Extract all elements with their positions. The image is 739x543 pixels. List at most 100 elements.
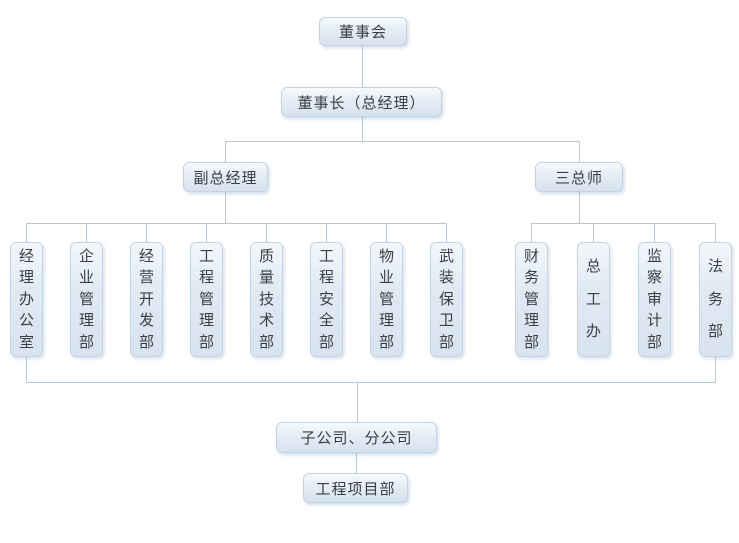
node-subsidiaries: 子公司、分公司 [276,422,437,453]
vertical-char: 工 [318,247,334,265]
connector [715,357,716,382]
vertical-char: 开 [138,290,154,308]
connector [531,223,532,242]
vertical-char: 质 [258,247,274,265]
vertical-char: 法 [707,258,723,276]
vertical-char: 部 [707,322,723,340]
vertical-char: 业 [78,269,94,286]
connector [206,223,207,242]
vertical-char: 办 [585,322,601,340]
vertical-char: 程 [198,269,214,286]
connector [225,141,580,142]
vertical-char: 发 [138,312,154,329]
vertical-char: 监 [646,247,662,265]
connector [715,223,716,242]
vertical-char: 武 [438,247,454,265]
node-dept-property-mgmt: 物业管理部 [370,242,403,357]
connector [579,141,580,162]
vertical-char: 审 [646,290,662,308]
vertical-char: 工 [585,290,601,308]
vertical-char: 部 [138,333,154,351]
vertical-char: 财 [523,247,539,265]
node-deputy-general-manager: 副总经理 [183,162,268,192]
vertical-char: 部 [198,333,214,351]
vertical-char: 部 [438,333,454,351]
vertical-char: 保 [438,290,454,308]
node-dept-quality-tech: 质量技术部 [250,242,283,357]
vertical-char: 部 [78,333,94,351]
vertical-char: 部 [378,333,394,351]
connector [579,192,580,223]
vertical-char: 察 [646,269,662,286]
node-three-chief-engineers: 三总师 [535,162,623,192]
vertical-char: 管 [378,290,394,308]
connector [26,357,27,382]
connector [26,223,446,224]
node-dept-operation-dev: 经营开发部 [130,242,163,357]
vertical-char: 物 [378,247,394,265]
connector [593,223,594,242]
vertical-char: 计 [646,312,662,329]
connector [386,223,387,242]
node-chairman: 董事长（总经理） [281,87,442,117]
connector [26,223,27,242]
vertical-char: 卫 [438,312,454,329]
connector [362,46,363,87]
vertical-char: 理 [18,269,34,286]
node-dept-finance-mgmt: 财务管理部 [515,242,548,357]
connector [225,192,226,223]
vertical-char: 公 [18,312,34,329]
node-dept-manager-office: 经理办公室 [10,242,43,357]
connector [266,223,267,242]
connector [654,223,655,242]
vertical-char: 务 [707,290,723,308]
connector [326,223,327,242]
vertical-char: 办 [18,290,34,308]
vertical-char: 管 [523,290,539,308]
vertical-char: 全 [318,312,334,329]
connector [146,223,147,242]
connector [531,223,715,224]
vertical-char: 工 [198,247,214,265]
node-dept-chief-engineer-office: 总工办 [577,242,610,357]
connector [356,453,357,473]
vertical-char: 技 [258,290,274,308]
node-dept-enterprise-mgmt: 企业管理部 [70,242,103,357]
node-dept-engineering-mgmt: 工程管理部 [190,242,223,357]
connector [86,223,87,242]
connector [225,141,226,162]
vertical-char: 务 [523,269,539,286]
vertical-char: 理 [78,312,94,329]
vertical-char: 部 [258,333,274,351]
vertical-char: 程 [318,269,334,286]
vertical-char: 经 [18,247,34,265]
node-dept-legal: 法务部 [699,242,732,357]
connector [362,117,363,141]
connector [357,382,358,422]
vertical-char: 管 [198,290,214,308]
vertical-char: 总 [585,258,601,276]
vertical-char: 理 [523,312,539,329]
node-dept-supervision-audit: 监察审计部 [638,242,671,357]
vertical-char: 理 [198,312,214,329]
vertical-char: 室 [18,333,34,351]
vertical-char: 量 [258,269,274,286]
vertical-char: 管 [78,290,94,308]
vertical-char: 术 [258,312,274,329]
vertical-char: 业 [378,269,394,286]
vertical-char: 安 [318,290,334,308]
vertical-char: 经 [138,247,154,265]
node-project-department: 工程项目部 [303,473,408,503]
vertical-char: 部 [318,333,334,351]
vertical-char: 部 [523,333,539,351]
node-board: 董事会 [319,17,407,46]
connector [446,223,447,242]
node-dept-armed-security: 武装保卫部 [430,242,463,357]
vertical-char: 理 [378,312,394,329]
vertical-char: 装 [438,269,454,286]
vertical-char: 营 [138,269,154,286]
vertical-char: 企 [78,247,94,265]
node-dept-engineering-safety: 工程安全部 [310,242,343,357]
connector [26,382,716,383]
